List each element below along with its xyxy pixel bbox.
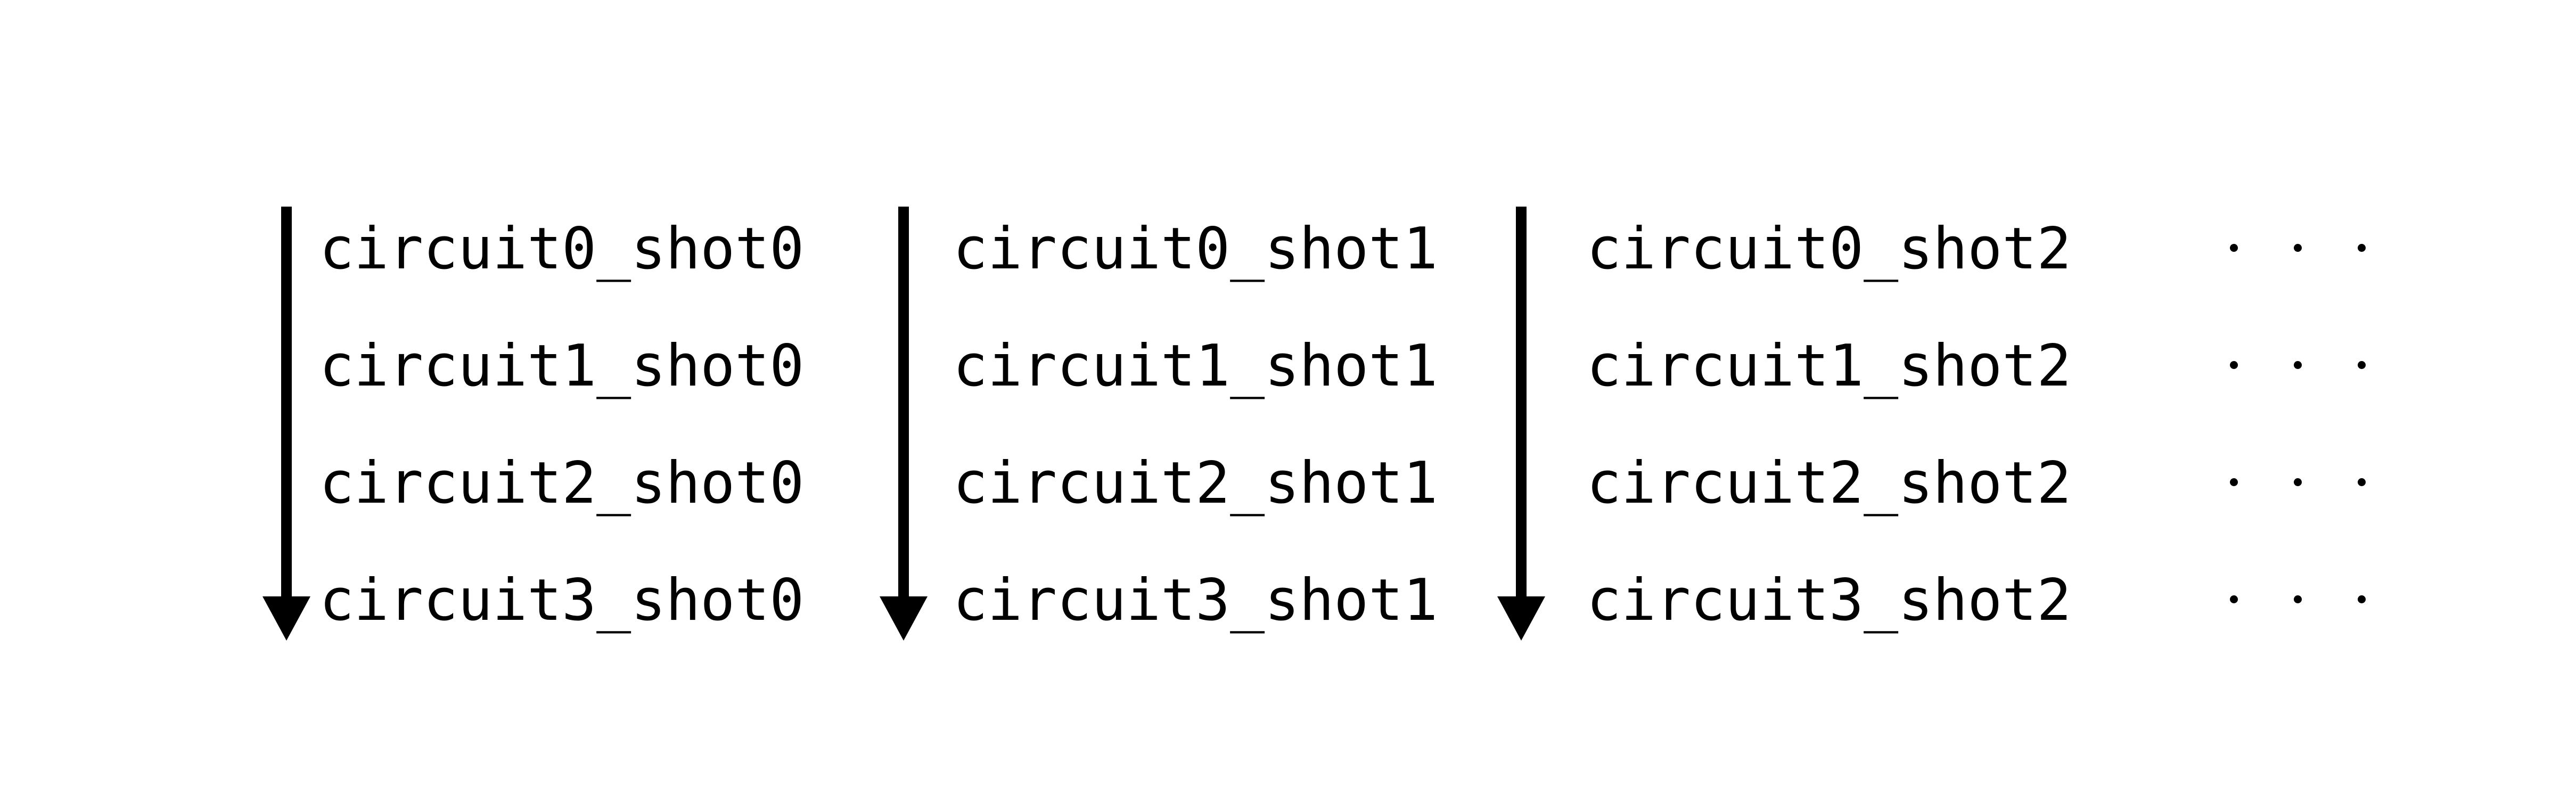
dot xyxy=(2294,595,2302,603)
dot xyxy=(2358,478,2366,486)
dot xyxy=(2230,478,2238,486)
dot xyxy=(2294,244,2302,252)
label-circuit2-shot1: circuit2_shot1 xyxy=(953,450,1438,517)
label-circuit2-shot2: circuit2_shot2 xyxy=(1587,450,2072,517)
dot xyxy=(2358,361,2366,369)
down-arrow-column-1 xyxy=(880,207,928,641)
label-circuit2-shot0: circuit2_shot0 xyxy=(319,450,805,517)
label-circuit1-shot1: circuit1_shot1 xyxy=(953,333,1438,399)
dot xyxy=(2358,595,2366,603)
down-arrow-column-0 xyxy=(262,207,310,641)
label-circuit0-shot1: circuit0_shot1 xyxy=(953,216,1438,282)
dot xyxy=(2358,244,2366,252)
label-circuit0-shot2: circuit0_shot2 xyxy=(1587,216,2072,282)
ellipsis-row-3 xyxy=(2220,595,2380,606)
dot xyxy=(2294,478,2302,486)
label-circuit1-shot0: circuit1_shot0 xyxy=(319,333,805,399)
arrowhead xyxy=(1497,596,1545,641)
arrowhead xyxy=(880,596,928,641)
label-circuit3-shot0: circuit3_shot0 xyxy=(319,567,805,634)
label-circuit0-shot0: circuit0_shot0 xyxy=(319,216,805,282)
label-circuit1-shot2: circuit1_shot2 xyxy=(1587,333,2072,399)
arrow-shaft xyxy=(1516,207,1527,601)
dot xyxy=(2230,361,2238,369)
dot xyxy=(2230,595,2238,603)
label-circuit3-shot1: circuit3_shot1 xyxy=(953,567,1438,634)
ellipsis-row-2 xyxy=(2220,478,2380,489)
ellipsis-row-0 xyxy=(2220,244,2380,255)
ellipsis-row-1 xyxy=(2220,361,2380,372)
arrowhead xyxy=(262,596,310,641)
label-circuit3-shot2: circuit3_shot2 xyxy=(1587,567,2072,634)
arrow-shaft xyxy=(281,207,292,601)
dot xyxy=(2294,361,2302,369)
arrow-shaft xyxy=(898,207,909,601)
down-arrow-column-2 xyxy=(1497,207,1545,641)
dot xyxy=(2230,244,2238,252)
